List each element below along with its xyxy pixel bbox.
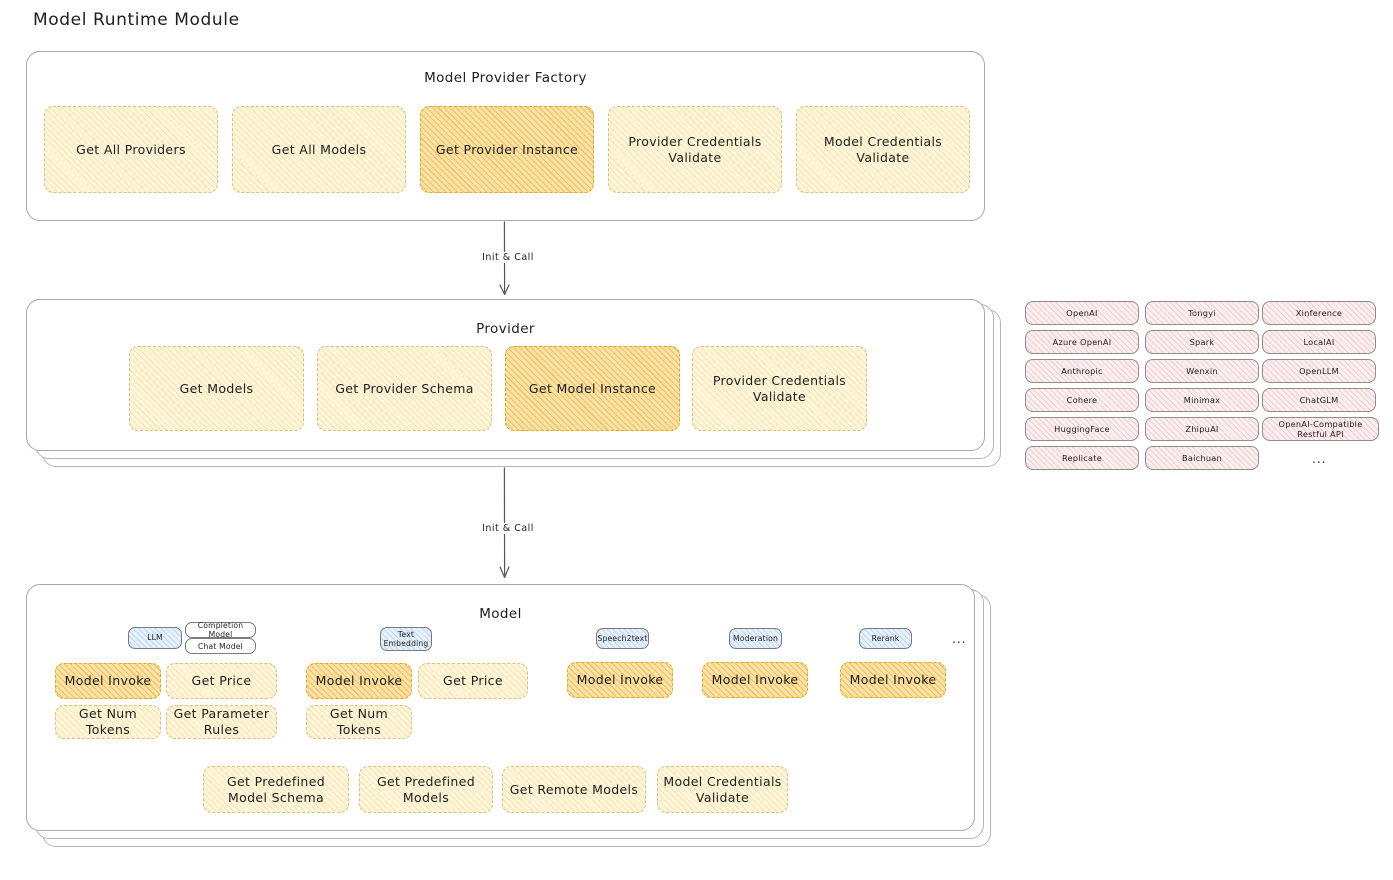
text-embedding-method-get-num-tokens[interactable]: Get Num Tokens [306, 705, 412, 739]
provider-chip-zhipuai[interactable]: ZhipuAI [1145, 417, 1259, 441]
provider-chip-openai-compatible-restful-api[interactable]: OpenAI-Compatible Restful API [1262, 417, 1379, 441]
page-title: Model Runtime Module [33, 10, 240, 30]
provider-list-more-ellipsis: ... [1312, 452, 1327, 466]
factory-item-provider-credentials-validate[interactable]: Provider Credentials Validate [608, 106, 782, 193]
model-common-method-get-remote-models[interactable]: Get Remote Models [502, 766, 646, 813]
model-subtype-chat-model[interactable]: Chat Model [185, 638, 256, 654]
model-types-more-ellipsis: ... [952, 632, 967, 646]
factory-item-get-provider-instance[interactable]: Get Provider Instance [420, 106, 594, 193]
provider-chip-tongyi[interactable]: Tongyi [1145, 301, 1259, 325]
factory-item-model-credentials-validate[interactable]: Model Credentials Validate [796, 106, 970, 193]
provider-item-get-provider-schema[interactable]: Get Provider Schema [317, 346, 492, 431]
moderation-method-model-invoke[interactable]: Model Invoke [702, 662, 808, 698]
arrow-label-init-and-call-1: Init & Call [460, 252, 556, 263]
provider-chip-wenxin[interactable]: Wenxin [1145, 359, 1259, 383]
model-type-chip-moderation[interactable]: Moderation [729, 628, 782, 649]
provider-chip-localai[interactable]: LocalAI [1262, 330, 1376, 354]
llm-method-model-invoke[interactable]: Model Invoke [55, 663, 161, 699]
speech2text-method-model-invoke[interactable]: Model Invoke [567, 662, 673, 698]
factory-item-get-all-models[interactable]: Get All Models [232, 106, 406, 193]
provider-chip-huggingface[interactable]: HuggingFace [1025, 417, 1139, 441]
provider-chip-azure-openai[interactable]: Azure OpenAI [1025, 330, 1139, 354]
llm-method-get-num-tokens[interactable]: Get Num Tokens [55, 705, 161, 739]
text-embedding-method-model-invoke[interactable]: Model Invoke [306, 663, 412, 699]
provider-item-provider-credentials-validate[interactable]: Provider Credentials Validate [692, 346, 867, 431]
arrow-provider-to-model [499, 467, 510, 579]
panel-title-model: Model [479, 606, 522, 622]
model-common-method-get-predefined-models[interactable]: Get Predefined Models [359, 766, 493, 813]
model-subtype-completion-model[interactable]: Completion Model [185, 621, 256, 639]
panel-title-provider: Provider [476, 321, 535, 337]
provider-chip-openai[interactable]: OpenAI [1025, 301, 1139, 325]
provider-chip-minimax[interactable]: Minimax [1145, 388, 1259, 412]
model-type-chip-text-embedding[interactable]: Text Embedding [380, 627, 432, 651]
provider-chip-baichuan[interactable]: Baichuan [1145, 446, 1259, 470]
provider-chip-spark[interactable]: Spark [1145, 330, 1259, 354]
provider-chip-cohere[interactable]: Cohere [1025, 388, 1139, 412]
provider-item-get-model-instance[interactable]: Get Model Instance [505, 346, 680, 431]
arrow-label-init-and-call-2: Init & Call [460, 523, 556, 534]
model-type-chip-llm[interactable]: LLM [128, 627, 182, 649]
text-embedding-method-get-price[interactable]: Get Price [418, 663, 528, 699]
provider-chip-anthropic[interactable]: Anthropic [1025, 359, 1139, 383]
model-type-chip-speech2text[interactable]: Speech2text [596, 628, 649, 649]
provider-item-get-models[interactable]: Get Models [129, 346, 304, 431]
provider-chip-xinference[interactable]: Xinference [1262, 301, 1376, 325]
provider-chip-openllm[interactable]: OpenLLM [1262, 359, 1376, 383]
model-common-method-model-credentials-validate[interactable]: Model Credentials Validate [657, 766, 788, 813]
provider-chip-replicate[interactable]: Replicate [1025, 446, 1139, 470]
factory-item-get-all-providers[interactable]: Get All Providers [44, 106, 218, 193]
model-common-method-get-predefined-model-schema[interactable]: Get Predefined Model Schema [203, 766, 349, 813]
llm-method-get-parameter-rules[interactable]: Get Parameter Rules [166, 705, 277, 739]
model-type-chip-rerank[interactable]: Rerank [859, 628, 912, 649]
panel-title-model-provider-factory: Model Provider Factory [424, 70, 587, 86]
provider-chip-chatglm[interactable]: ChatGLM [1262, 388, 1376, 412]
llm-method-get-price[interactable]: Get Price [166, 663, 277, 699]
rerank-method-model-invoke[interactable]: Model Invoke [840, 662, 946, 698]
